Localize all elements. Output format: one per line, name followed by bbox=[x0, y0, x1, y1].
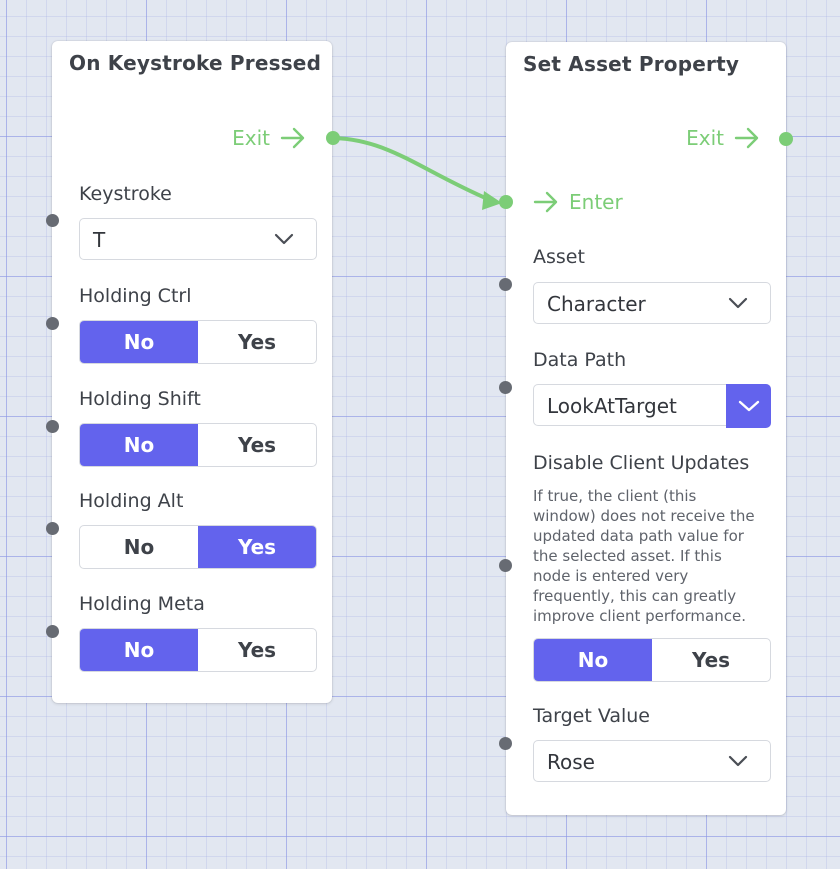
description-line: node is entered very bbox=[533, 567, 689, 585]
disable-client-updates-port[interactable] bbox=[499, 559, 512, 572]
node-on-keystroke-pressed[interactable]: On Keystroke Pressed Exit Keystroke T Ho… bbox=[52, 41, 332, 703]
chevron-down-icon bbox=[728, 755, 748, 767]
exit-label: Exit bbox=[686, 126, 724, 150]
enter-port[interactable] bbox=[499, 195, 513, 209]
target-value-select[interactable]: Rose bbox=[533, 740, 771, 782]
keystroke-value: T bbox=[93, 228, 106, 252]
holding-ctrl-label: Holding Ctrl bbox=[79, 285, 192, 307]
holding-ctrl-no[interactable]: No bbox=[80, 321, 198, 363]
description-line: the selected asset. If this bbox=[533, 547, 722, 565]
disable-client-updates-toggle[interactable]: No Yes bbox=[533, 638, 771, 682]
data-path-label: Data Path bbox=[533, 349, 627, 371]
holding-alt-toggle[interactable]: No Yes bbox=[79, 525, 317, 569]
asset-select[interactable]: Character bbox=[533, 282, 771, 324]
target-value-label: Target Value bbox=[533, 705, 650, 727]
enter-input[interactable]: Enter bbox=[533, 190, 623, 214]
disable-client-updates-yes[interactable]: Yes bbox=[691, 648, 731, 672]
holding-shift-yes[interactable]: Yes bbox=[237, 433, 277, 457]
exit-port[interactable] bbox=[779, 132, 793, 146]
holding-meta-label: Holding Meta bbox=[79, 593, 205, 615]
target-value-port[interactable] bbox=[499, 737, 512, 750]
holding-alt-label: Holding Alt bbox=[79, 490, 184, 512]
data-path-select[interactable]: LookAtTarget bbox=[533, 384, 771, 428]
chevron-down-icon bbox=[274, 233, 294, 245]
enter-label: Enter bbox=[569, 190, 623, 214]
holding-shift-label: Holding Shift bbox=[79, 388, 201, 410]
description-line: If true, the client (this bbox=[533, 487, 697, 505]
node-set-asset-property[interactable]: Set Asset Property Exit Enter Asset Char… bbox=[506, 42, 786, 815]
holding-ctrl-yes[interactable]: Yes bbox=[237, 330, 277, 354]
keystroke-select[interactable]: T bbox=[79, 218, 317, 260]
arrow-right-icon bbox=[280, 127, 305, 149]
description-line: improve client performance. bbox=[533, 607, 746, 625]
keystroke-port[interactable] bbox=[46, 214, 59, 227]
holding-alt-port[interactable] bbox=[46, 522, 59, 535]
node-title: On Keystroke Pressed bbox=[69, 51, 322, 75]
data-path-value: LookAtTarget bbox=[547, 394, 677, 418]
exit-port[interactable] bbox=[326, 131, 340, 145]
holding-meta-yes[interactable]: Yes bbox=[237, 638, 277, 662]
arrow-right-icon bbox=[533, 191, 558, 213]
chevron-down-icon bbox=[728, 297, 748, 309]
data-path-port[interactable] bbox=[499, 381, 512, 394]
node-title: Set Asset Property bbox=[523, 52, 740, 76]
holding-shift-no[interactable]: No bbox=[80, 424, 198, 466]
asset-label: Asset bbox=[533, 246, 585, 268]
disable-client-updates-description: If true, the client (this window) does n… bbox=[533, 486, 755, 626]
keystroke-label: Keystroke bbox=[79, 183, 172, 205]
arrow-right-icon bbox=[734, 127, 759, 149]
target-value-value: Rose bbox=[547, 750, 595, 774]
description-line: frequently, this can greatly bbox=[533, 587, 737, 605]
exit-output[interactable]: Exit bbox=[686, 126, 760, 150]
exit-label: Exit bbox=[232, 126, 270, 150]
holding-meta-port[interactable] bbox=[46, 625, 59, 638]
holding-ctrl-toggle[interactable]: No Yes bbox=[79, 320, 317, 364]
holding-shift-toggle[interactable]: No Yes bbox=[79, 423, 317, 467]
disable-client-updates-no[interactable]: No bbox=[534, 639, 652, 681]
holding-alt-no[interactable]: No bbox=[123, 535, 155, 559]
holding-shift-port[interactable] bbox=[46, 420, 59, 433]
disable-client-updates-label: Disable Client Updates bbox=[533, 452, 750, 474]
holding-ctrl-port[interactable] bbox=[46, 317, 59, 330]
holding-meta-no[interactable]: No bbox=[80, 629, 198, 671]
exit-output[interactable]: Exit bbox=[232, 126, 306, 150]
asset-value: Character bbox=[547, 292, 646, 316]
data-path-dropdown-button[interactable] bbox=[726, 384, 771, 428]
holding-alt-yes[interactable]: Yes bbox=[198, 526, 316, 568]
description-line: window) does not receive the bbox=[533, 507, 755, 525]
asset-port[interactable] bbox=[499, 278, 512, 291]
chevron-down-icon bbox=[738, 400, 759, 412]
description-line: updated data path value for bbox=[533, 527, 744, 545]
holding-meta-toggle[interactable]: No Yes bbox=[79, 628, 317, 672]
